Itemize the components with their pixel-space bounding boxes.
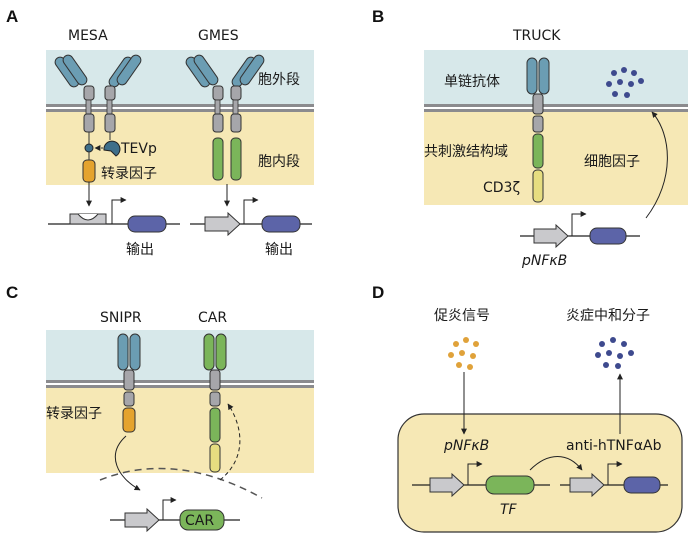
panel-d-letter: D — [372, 283, 384, 302]
anti-inflam-dots — [595, 337, 634, 369]
panel-c-letter: C — [6, 283, 18, 302]
panel-b-letter: B — [372, 7, 384, 26]
snipr-receptor — [117, 333, 141, 433]
car-receptor — [203, 333, 227, 473]
intracellular-label: 胞内段 — [258, 154, 300, 170]
gmes-output-circuit — [190, 184, 312, 237]
pro-signal-dots — [448, 337, 479, 370]
extracellular-region-b — [424, 50, 688, 106]
output-label-left: 输出 — [126, 242, 154, 258]
tf-label-a: 转录因子 — [101, 166, 157, 182]
antibody-gene-circuit — [560, 461, 668, 498]
cell-body — [397, 413, 683, 533]
panel-a: A MESA GMES 胞外段 胞内段 TEV — [6, 7, 314, 258]
scfv-label: 单链抗体 — [444, 74, 500, 90]
output-gene-right — [261, 215, 301, 233]
truck-label: TRUCK — [512, 28, 561, 44]
extracellular-label: 胞外段 — [258, 72, 300, 88]
membrane-outer-line-c — [46, 380, 314, 383]
car-gene — [179, 509, 225, 531]
truck-receptor — [526, 57, 550, 203]
gmes-label: GMES — [198, 28, 239, 44]
membrane-inner-line-b — [424, 109, 688, 112]
gmes-receptor — [185, 54, 265, 181]
intracellular-region-c — [46, 387, 314, 473]
mesa-output-circuit — [48, 182, 180, 233]
panel-b: B TRUCK 单链抗体 共刺激结构域 CD3ζ 细胞因子 — [372, 7, 688, 269]
pro-signal-label: 促炎信号 — [434, 308, 490, 324]
panel-a-letter: A — [6, 7, 18, 26]
promoter-label-d: pNFκB — [443, 438, 489, 454]
costim-label: 共刺激结构域 — [424, 143, 508, 160]
tf-label-c: 转录因子 — [46, 406, 102, 422]
mesa-label: MESA — [68, 28, 108, 44]
cytokine-dots — [606, 67, 644, 98]
output-gene-left — [127, 215, 167, 233]
tevp-protease-icon — [103, 140, 121, 157]
membrane-outer-line — [46, 104, 314, 107]
cytokine-label: 细胞因子 — [584, 154, 640, 170]
tevp-label: TEVp — [120, 141, 157, 157]
tf-label-d: TF — [500, 502, 518, 518]
antibody-label: anti-hTNFαAb — [566, 438, 662, 454]
car-label: CAR — [198, 310, 227, 326]
cytokine-gene — [589, 227, 627, 245]
output-label-right: 输出 — [265, 242, 293, 258]
panel-c: C SNIPR CAR 转录因子 — [6, 283, 314, 533]
tf-gene — [485, 475, 535, 495]
nuclear-membrane — [99, 467, 263, 499]
extracellular-region-c — [46, 330, 314, 382]
promoter-arrow-icon — [204, 211, 241, 237]
promoter-label-b: pNFκB — [521, 253, 567, 269]
cd3-label: CD3ζ — [483, 180, 520, 196]
tf-gene-circuit — [412, 456, 583, 498]
panel-d: D 促炎信号 炎症中和分子 pNFκB anti-h — [372, 283, 683, 533]
membrane-inner-line-c — [46, 385, 314, 388]
truck-gene-circuit — [520, 211, 640, 249]
intracellular-region-b — [424, 111, 688, 205]
membrane-inner-line — [46, 109, 314, 112]
car-gene-circuit — [110, 497, 240, 533]
anti-inflam-label: 炎症中和分子 — [566, 308, 650, 324]
membrane-outer-line-b — [424, 104, 688, 107]
mesa-receptor — [54, 54, 142, 183]
car-gene-label: CAR — [185, 513, 214, 529]
snipr-label: SNIPR — [100, 310, 142, 326]
antibody-gene — [623, 476, 661, 494]
